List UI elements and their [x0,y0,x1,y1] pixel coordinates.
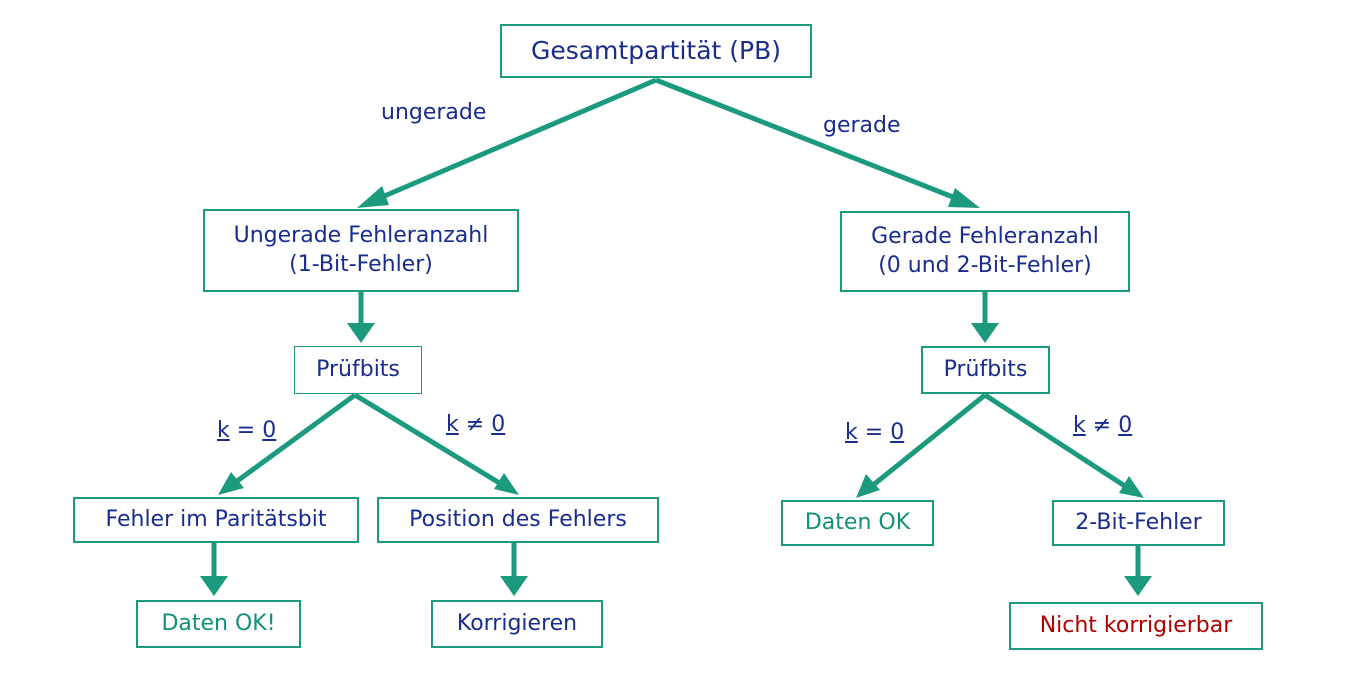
node-right-pruefbits-text: Prüfbits [943,356,1028,382]
arrowhead-lp-lr [494,473,519,495]
zero-symbol: 0 [262,418,277,443]
node-root-text: Gesamtpartität (PB) [530,35,782,65]
not-equals-symbol: ≠ [1092,413,1112,438]
node-left-level1-line1: Ungerade Fehleranzahl [233,222,489,248]
node-2bit-fehler: 2-Bit-Fehler [1052,500,1225,546]
zero-symbol: 0 [890,420,905,445]
node-right-level1: Gerade Fehleranzahl (0 und 2-Bit-Fehler) [840,211,1130,292]
node-fehler-paritaetsbit-text: Fehler im Paritätsbit [105,506,327,532]
edge-label-left-k-neq-0: k ≠ 0 [446,412,505,437]
node-nicht-korrigierbar: Nicht korrigierbar [1009,602,1263,650]
node-daten-ok-left: Daten OK! [136,600,301,648]
k-symbol: k [446,412,459,437]
arrowhead-left-pruef [347,323,375,343]
node-right-pruefbits: Prüfbits [921,346,1050,394]
zero-symbol: 0 [491,412,506,437]
k-symbol: k [1073,413,1086,438]
equals-symbol: = [236,418,256,443]
edge-label-right-k-neq-0: k ≠ 0 [1073,413,1132,438]
edge-rp-rl [865,393,987,492]
node-position-fehler-text: Position des Fehlers [409,506,627,532]
node-daten-ok-left-text: Daten OK! [161,610,276,636]
arrowhead-root-right [948,188,980,208]
equals-symbol: = [864,420,884,445]
node-daten-ok-right: Daten OK [781,500,934,546]
arrowhead-rp-rl [856,474,880,498]
node-left-pruefbits: Prüfbits [294,346,422,394]
edge-lp-ll [227,392,357,490]
arrowhead-right-pruef [971,323,999,343]
node-korrigieren-text: Korrigieren [456,610,578,636]
node-nicht-korrigierbar-text: Nicht korrigierbar [1039,612,1233,638]
node-right-level1-line1: Gerade Fehleranzahl [871,223,1099,249]
k-symbol: k [845,420,858,445]
node-left-level1: Ungerade Fehleranzahl (1-Bit-Fehler) [203,209,519,292]
edge-root-right [655,77,969,206]
arrowhead-rp-rr [1119,476,1144,498]
node-root: Gesamtpartität (PB) [500,24,812,78]
edge-label-ungerade: ungerade [381,100,487,125]
arrowhead-ll-out [200,576,228,596]
edge-rp-rr [983,392,1133,493]
node-daten-ok-right-text: Daten OK [804,509,911,535]
edge-root-left [367,77,657,206]
edge-label-left-k-eq-0: k = 0 [217,418,276,443]
node-left-level1-line2: (1-Bit-Fehler) [289,251,433,277]
edge-label-gerade: gerade [823,113,901,138]
not-equals-symbol: ≠ [465,412,485,437]
node-2bit-fehler-text: 2-Bit-Fehler [1075,509,1202,535]
node-position-fehler: Position des Fehlers [377,497,659,543]
arrowhead-root-left [357,186,389,208]
arrowhead-lr-out [500,576,528,596]
arrowhead-lp-ll [218,472,244,495]
node-right-level1-line2: (0 und 2-Bit-Fehler) [878,252,1092,278]
k-symbol: k [217,418,230,443]
edge-lp-lr [353,392,508,490]
node-korrigieren: Korrigieren [431,600,603,648]
node-fehler-paritaetsbit: Fehler im Paritätsbit [73,497,359,543]
zero-symbol: 0 [1118,413,1133,438]
edge-label-right-k-eq-0: k = 0 [845,420,904,445]
node-left-pruefbits-text: Prüfbits [316,356,400,382]
arrowhead-rr-out [1124,576,1152,596]
